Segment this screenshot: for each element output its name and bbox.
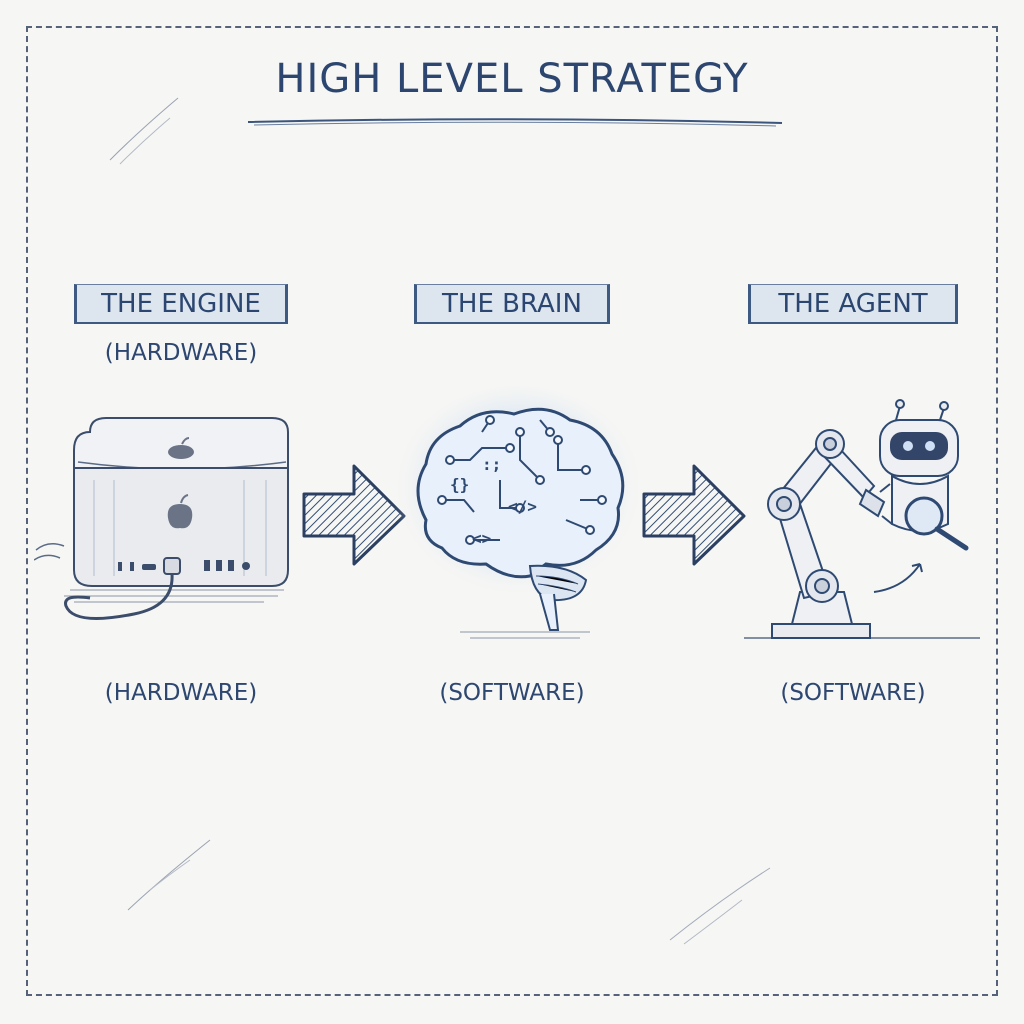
caption-agent: (SOFTWARE) (780, 680, 926, 706)
apple-logo-icon (168, 437, 194, 459)
computer-icon (34, 417, 289, 620)
header-agent: THE AGENT (748, 284, 958, 324)
caption-brain: (SOFTWARE) (439, 680, 585, 706)
svg-text:<>: <> (472, 529, 491, 548)
svg-text:{}: {} (450, 475, 469, 494)
robot-arm-icon (744, 399, 980, 639)
svg-text::;: :; (482, 455, 501, 474)
diagram-title: HIGH LEVEL STRATEGY (275, 56, 749, 102)
diagram-frame (26, 26, 998, 996)
svg-text:</>: </> (508, 497, 537, 516)
code-icon: {} </> <> :; (450, 455, 537, 548)
pencil-scribble-2 (127, 839, 211, 911)
magnifier-icon (904, 496, 969, 551)
arrow-right-icon (302, 464, 406, 566)
subheader-engine: (HARDWARE) (104, 340, 258, 366)
arrow-right-icon-2 (642, 464, 746, 566)
header-engine: THE ENGINE (74, 284, 288, 324)
pencil-scribble-3 (669, 867, 771, 945)
brain-icon: {} </> <> :; (390, 386, 646, 639)
title-underline (247, 118, 783, 127)
pencil-scribble (109, 97, 179, 165)
caption-engine: (HARDWARE) (104, 680, 258, 706)
header-brain: THE BRAIN (414, 284, 610, 324)
